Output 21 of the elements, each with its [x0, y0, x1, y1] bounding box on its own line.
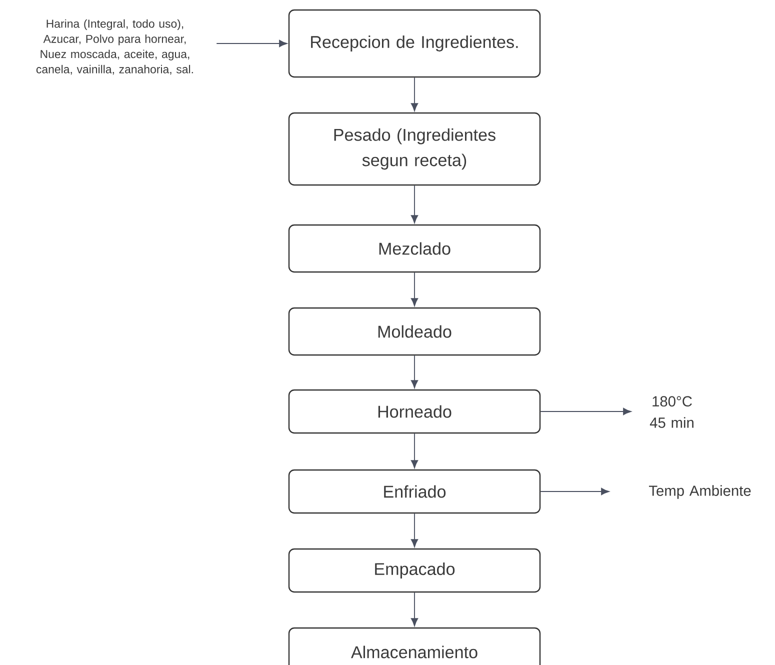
ingredient-list: Harina (Integral, todo uso), Azucar, Polvo para hornear, Nuez moscada, aceite, agua, canela, vainilla, zanahoria, sal.: [36, 19, 193, 75]
condition-label: Temp Ambiente: [648, 485, 751, 499]
condition-label: 180°C 45 min: [650, 396, 694, 428]
arrow: [410, 433, 418, 468]
process-box: Horneado: [288, 389, 541, 434]
process-box: Moldeado: [288, 307, 541, 356]
arrow: [216, 40, 288, 48]
arrow: [540, 408, 632, 416]
arrow: [410, 77, 418, 112]
process-box: Empacado: [288, 548, 541, 593]
process-box: Recepcion de Ingredientes.: [288, 9, 541, 78]
arrow: [410, 592, 418, 626]
arrow: [410, 355, 418, 388]
process-box: Mezclado: [288, 224, 541, 273]
process-box: Enfriado: [288, 469, 541, 514]
process-box: Pesado (Ingredientes segun receta): [288, 112, 541, 186]
arrow: [410, 272, 418, 306]
arrow: [540, 488, 610, 496]
arrow: [410, 513, 418, 548]
arrow: [410, 185, 418, 224]
process-box: Almacenamiento: [288, 627, 541, 665]
